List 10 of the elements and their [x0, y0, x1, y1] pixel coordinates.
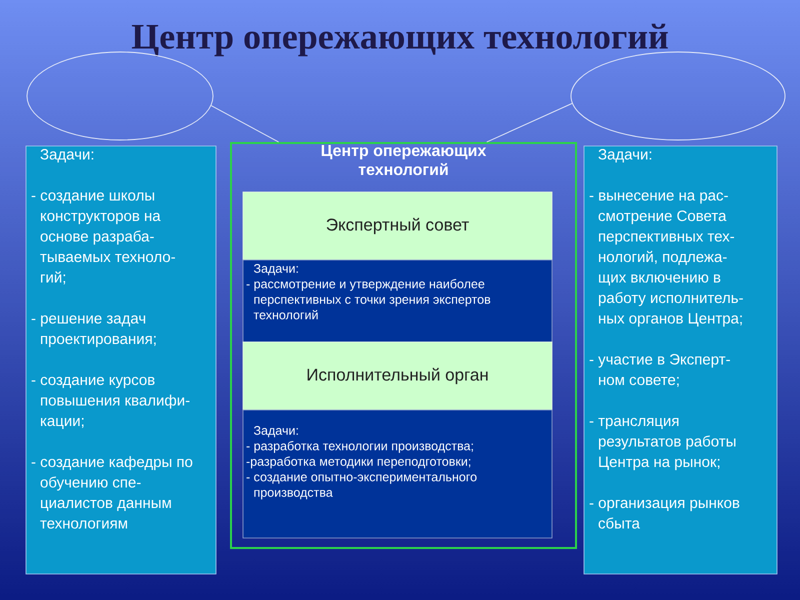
task-box: Задачи: - разработка технологии производства; -разработка методики переподготовки; - создание опытно-экспериментального производства [242, 410, 552, 538]
heading-box: Экспертный совет [242, 192, 552, 260]
connector-line [210, 105, 280, 142]
heading-box: Исполнительный орган [242, 342, 552, 410]
task-panel: Задачи: - создание школы конструкторов на основе разраба- тываемых техноло- гий; - решение задач проектирования; - создание курсов повышения квалифи- кации; - создание кафедры по обучению спе- циалистов данным технологиям [26, 146, 216, 574]
ellipse [570, 52, 786, 140]
task-panel: Задачи: - вынесение на рас- смотрение Совета перспективных тех- нологий, подлежа- щих включению в работу исполнитель- ных органов Центра; - участие в Эксперт- ном совете; - трансляция результатов работы Центра на рынок; - организация рынков сбыта [584, 146, 778, 574]
connector-line [486, 102, 573, 142]
task-box: Задачи: - рассмотрение и утверждение наиболее перспективных с точки зрения экспертов технологий [242, 260, 552, 342]
title: Центр опережающих технологий [132, 24, 668, 56]
